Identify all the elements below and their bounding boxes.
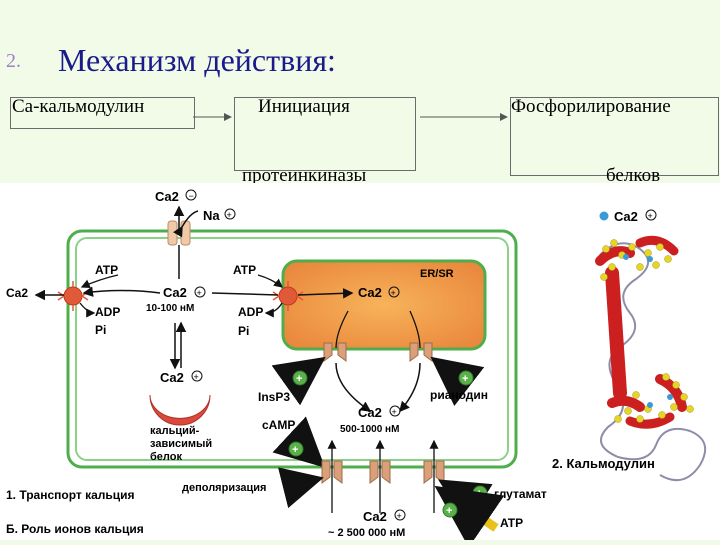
flow-step-3-line1: Фосфорилирование [511,96,671,117]
calcium-figure: Ca2 − Na + Ca2 ATP ADP Pi Ca2 + 10-100 н… [0,183,720,545]
slide-title: Механизм действия: [58,42,336,78]
protein-label-3: белок [150,451,182,463]
depolarization-label: деполяризация [182,482,266,494]
ca-center-conc: 10-100 нМ [146,303,194,314]
svg-text:+: + [397,511,402,521]
slide-number: 2. [6,50,21,72]
slide-header: 2. Механизм действия: Са-кальмодулин Ини… [0,0,720,186]
pi-right-label: Pi [238,324,249,338]
flow-arrows [193,113,508,121]
plasma-channel-2 [369,460,391,484]
caption-transport: 1. Транспорт кальция [6,488,135,502]
flow-box-calmodulin [10,97,195,129]
svg-text:−: − [189,191,194,201]
ca-er-label: Ca2 [358,285,382,300]
ca-mid-conc: 500-1000 нМ [340,424,399,435]
calmodulin-ca-label: Ca2 [614,209,638,224]
ca-protein-label: Ca2 [160,370,184,385]
ca-pump-right [272,281,304,311]
svg-text:+: + [648,211,653,221]
calcium-dependent-protein-shape [149,394,211,426]
ryanodine-label: рианодин [430,388,488,402]
flow-box-initiation [234,97,416,171]
flow-step-3-line2: белков [606,165,661,186]
svg-text:+: + [462,373,468,385]
svg-text:+: + [476,488,482,500]
ca-bottom-label: Ca2 [363,509,387,524]
svg-text:+: + [194,372,199,382]
er-label: ER/SR [420,268,454,280]
flow-box-phosphorylation [510,97,719,176]
adp-right-label: ADP [238,305,263,319]
atp-bottom-label: ATP [500,516,523,530]
svg-text:+: + [227,210,232,220]
svg-text:+: + [391,288,396,298]
pi-left-label: Pi [95,323,106,337]
insp3-receptor-channel [323,342,347,362]
atp-right-label: ATP [233,263,256,277]
insp3-label: InsP3 [258,390,290,404]
flow-step-2-line2: протеинкиназы [242,165,367,186]
svg-text:+: + [296,373,302,385]
na-label: Na [203,208,220,223]
calmodulin-structure: Ca2 + [595,209,707,482]
adp-left-label: ADP [95,305,120,319]
flow-step-1: Са-кальмодулин [12,96,145,117]
plasma-channel-1 [321,460,343,484]
ca-bottom-conc: ~ 2 500 000 нМ [328,527,405,539]
ca-left-label: Ca2 [6,286,28,300]
caption-calcium-role: Б. Роль ионов кальция [6,522,144,536]
protein-label-1: кальций- [150,425,200,437]
ca-top-label: Ca2 [155,189,179,204]
svg-text:+: + [392,407,397,417]
ca-mid-label: Ca2 [358,405,382,420]
ryanodine-arrow [430,356,485,407]
svg-text:+: + [292,444,298,456]
protein-label-2: зависимый [150,438,212,450]
svg-text:+: + [197,288,202,298]
glutamate-label: глутамат [494,487,547,501]
flow-step-2-line1: Инициация [258,96,350,117]
camp-arrow [272,416,326,468]
ca-center-label: Ca2 [163,285,187,300]
svg-text:+: + [446,505,452,517]
calmodulin-caption: 2. Кальмодулин [552,456,655,471]
er-sr-compartment [281,259,487,351]
depolarization-arrow [277,467,324,509]
camp-label: cAMP [262,418,295,432]
calcium-diagram: Ca2 − Na + Ca2 ATP ADP Pi Ca2 + 10-100 н… [6,189,707,545]
atp-left-label: ATP [95,263,118,277]
atp-bottom-arrow [434,485,505,545]
